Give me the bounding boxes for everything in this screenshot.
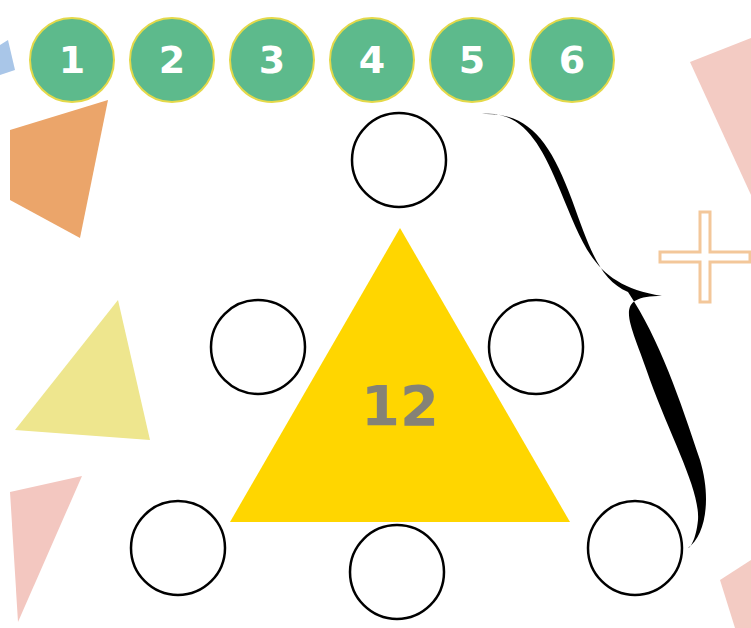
number-label: 2 bbox=[159, 41, 185, 79]
deco-shape bbox=[720, 560, 751, 628]
sum-number: 12 bbox=[361, 378, 439, 434]
number-circle: 4 bbox=[329, 17, 415, 103]
empty-circle bbox=[131, 113, 682, 619]
number-label: 4 bbox=[359, 41, 385, 79]
number-circle: 5 bbox=[429, 17, 515, 103]
number-label: 1 bbox=[59, 41, 85, 79]
plus-symbol bbox=[660, 212, 750, 302]
number-circle: 2 bbox=[129, 17, 215, 103]
triangle-shape: 12 bbox=[230, 228, 570, 522]
number-circle: 1 bbox=[29, 17, 115, 103]
triangle-outline bbox=[230, 228, 570, 522]
number-label: 3 bbox=[259, 41, 285, 79]
deco-shape bbox=[10, 100, 108, 238]
number-circle: 6 bbox=[529, 17, 615, 103]
deco-shape bbox=[10, 476, 82, 622]
deco-shape bbox=[15, 300, 150, 440]
number-label: 5 bbox=[459, 41, 485, 79]
deco-shape bbox=[690, 38, 751, 195]
deco-shape bbox=[0, 40, 15, 75]
number-label: 6 bbox=[559, 41, 585, 79]
number-circle: 3 bbox=[229, 17, 315, 103]
